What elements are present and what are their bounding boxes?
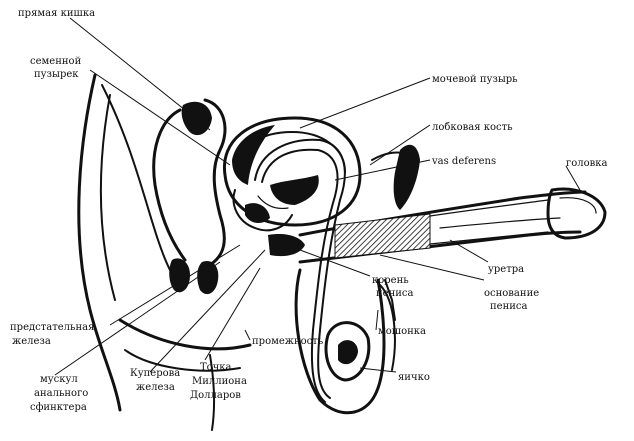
prostate [232,189,293,232]
label-sphincter-2: анального [34,388,88,399]
body-outline [77,73,252,431]
label-sphincter-3: сфинктера [30,402,87,413]
label-scrotum: мошонка [378,326,426,337]
label-base-1: основание [484,288,539,299]
label-rectum: прямая кишка [18,8,95,19]
vas-deferens [254,138,346,403]
label-perineum: промежность [252,336,324,347]
rectum [152,98,227,295]
label-root-1: корень [372,275,409,286]
label-sphincter-1: мускул [40,374,78,385]
glans [546,187,607,240]
label-root-2: пениса [376,288,414,299]
label-million-1: Точка [200,362,232,373]
label-cowper-1: Куперова [130,368,180,379]
label-testicle: яичко [398,372,430,383]
labels: прямая кишка семенной пузырек мочевой пу… [10,8,608,413]
label-cowper-2: железа [136,382,175,393]
label-urethra: уретра [488,264,524,275]
label-base-2: пениса [490,301,528,312]
scrotum [294,268,396,415]
label-bladder: мочевой пузырь [432,74,518,85]
bladder [222,116,362,227]
label-seminal-vesicle-1: семенной [30,56,82,67]
testicle [324,321,371,382]
label-prostate-2: железа [12,336,51,347]
label-prostate-1: предстательная [10,322,94,333]
label-million-2: Миллиона [192,376,247,387]
leader-lines [54,17,581,376]
pubic-bone [371,144,420,210]
label-million-3: Долларов [190,390,241,401]
label-glans: головка [566,158,608,169]
label-pubic-bone: лобковая кость [432,122,513,133]
label-vas-deferens: vas deferens [431,156,496,167]
label-seminal-vesicle-2: пузырек [34,69,79,80]
penis [268,190,587,264]
